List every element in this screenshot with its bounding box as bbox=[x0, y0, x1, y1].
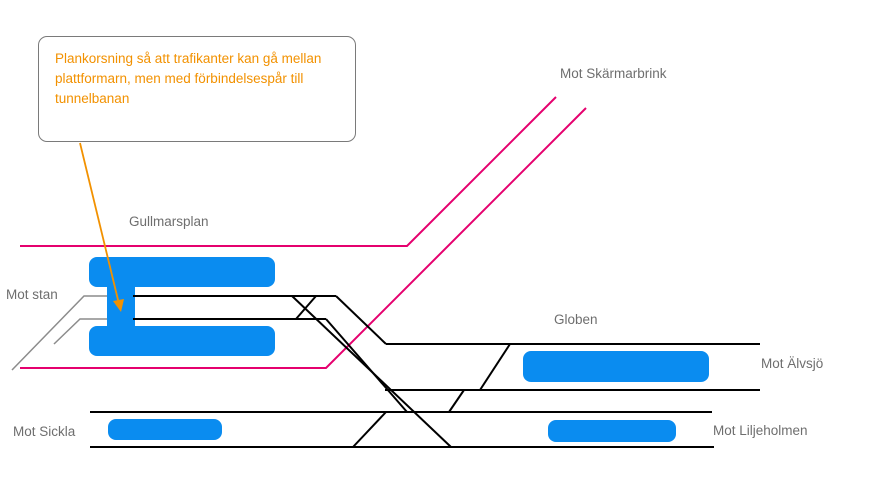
callout-pointer bbox=[79, 142, 120, 305]
main-tracks bbox=[90, 295, 760, 448]
label-mot-stan: Mot stan bbox=[6, 287, 58, 302]
callout-pointer-arrowhead bbox=[113, 299, 124, 312]
metro-track-lower bbox=[20, 107, 587, 369]
metro-track-upper bbox=[20, 96, 557, 247]
platform-gullmarsplan-south bbox=[89, 326, 275, 356]
label-gullmarsplan: Gullmarsplan bbox=[129, 214, 209, 229]
callout-text: Plankorsning så att trafikanter kan gå m… bbox=[55, 51, 322, 106]
label-globen: Globen bbox=[554, 312, 598, 327]
callout-box: Plankorsning så att trafikanter kan gå m… bbox=[38, 36, 356, 142]
label-mot-liljeholmen: Mot Liljeholmen bbox=[713, 423, 808, 438]
platform-liljeholmen bbox=[548, 420, 676, 442]
label-mot-sickla: Mot Sickla bbox=[13, 424, 76, 439]
label-mot-skarmarbrink: Mot Skärmarbrink bbox=[560, 66, 667, 81]
label-mot-alvsjo: Mot Älvsjö bbox=[761, 356, 824, 371]
platform-globen bbox=[523, 351, 709, 382]
platform-gullmarsplan-north bbox=[89, 257, 275, 287]
platform-sickla bbox=[108, 419, 222, 440]
